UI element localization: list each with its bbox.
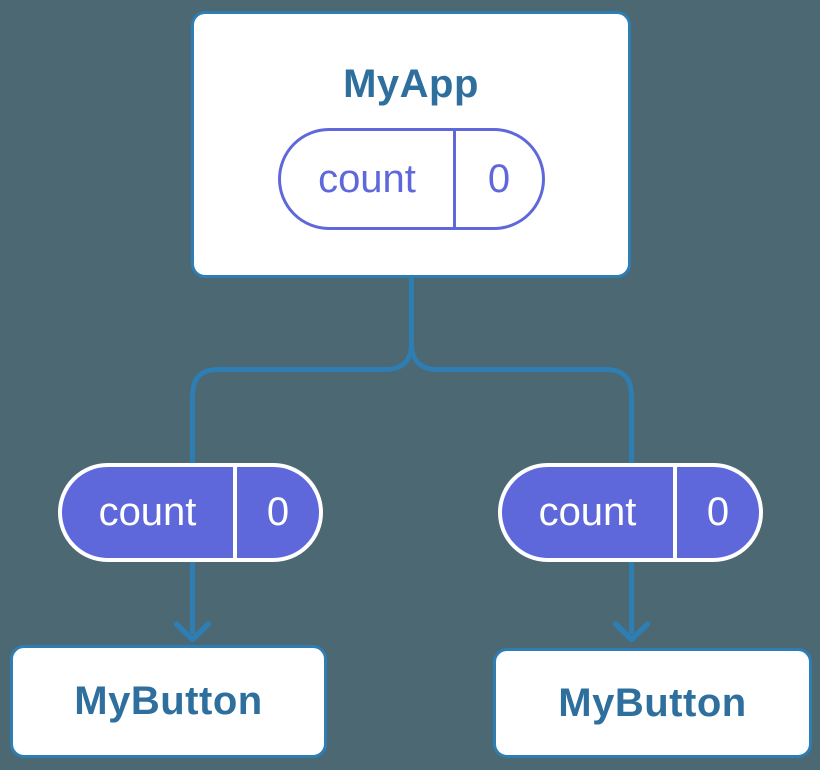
mybutton-left-node-label: MyButton — [74, 679, 263, 723]
left-connector-line — [190, 278, 414, 634]
mybutton-right-node-label: MyButton — [558, 680, 747, 725]
left-arrowhead-icon — [173, 621, 212, 643]
left-prop-pill-key: count — [98, 490, 197, 534]
right-arrowhead-icon — [612, 621, 651, 643]
state-pill-value: 0 — [453, 131, 542, 227]
right-prop-pill: count 0 — [498, 463, 763, 562]
right-prop-pill-key: count — [538, 490, 637, 534]
left-prop-pill: count 0 — [58, 463, 323, 562]
myapp-node-label: MyApp — [343, 62, 479, 106]
state-pill-key: count — [318, 156, 416, 201]
right-connector-line — [409, 278, 634, 634]
left-prop-pill-value: 0 — [233, 467, 319, 558]
right-prop-pill-value: 0 — [673, 467, 759, 558]
mybutton-right-node: MyButton — [493, 648, 812, 758]
mybutton-left-node: MyButton — [10, 645, 327, 758]
myapp-node: MyApp count 0 — [191, 11, 631, 278]
myapp-state-pill: count 0 — [278, 128, 545, 230]
